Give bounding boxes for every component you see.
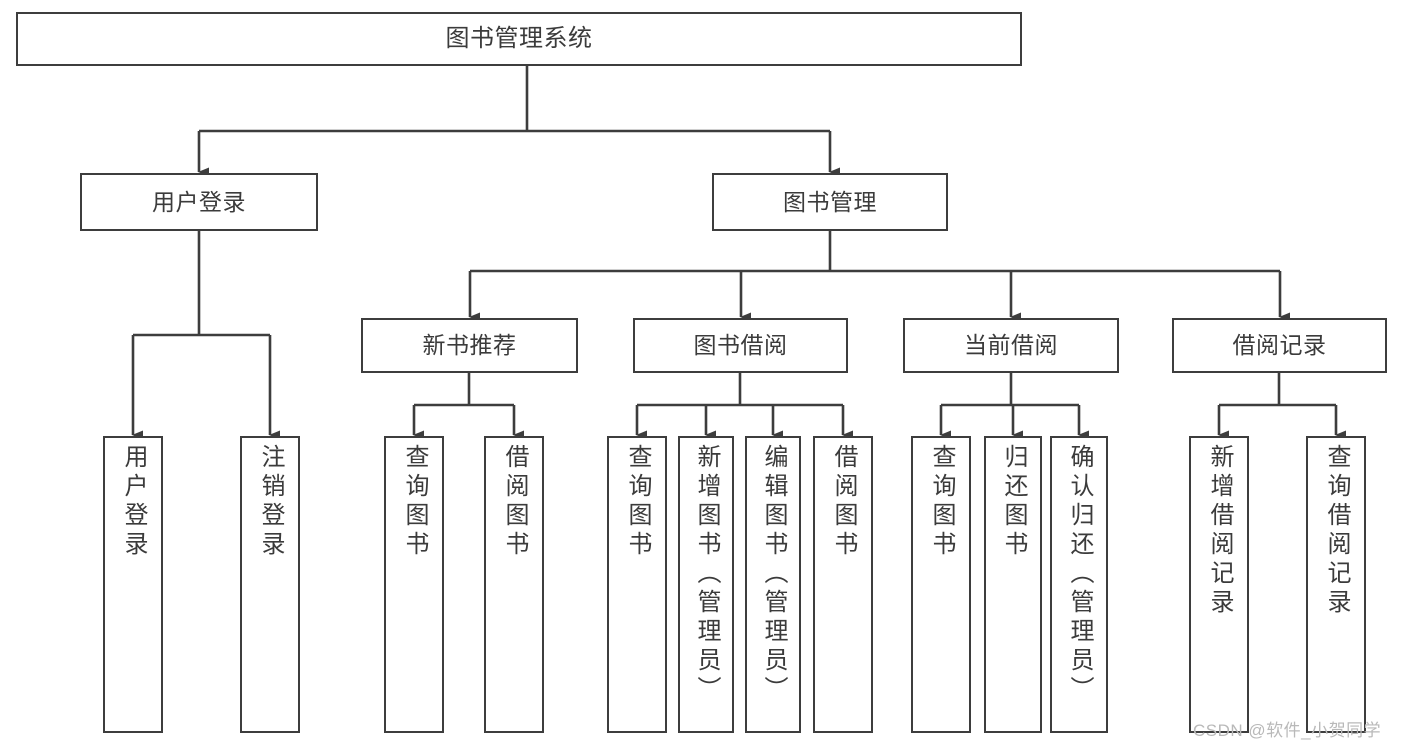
node-leaf-rec-add[interactable]: 新增借阅记录 <box>1189 436 1249 733</box>
node-login[interactable]: 用户登录 <box>80 173 318 231</box>
node-label: 新增借阅记录 <box>1206 444 1233 618</box>
node-root[interactable]: 图书管理系统 <box>16 12 1022 66</box>
node-label: 查询借阅记录 <box>1323 444 1350 618</box>
node-leaf-cur-return[interactable]: 归还图书 <box>984 436 1042 733</box>
node-leaf-user-logout[interactable]: 注销登录 <box>240 436 300 733</box>
node-leaf-bw-add[interactable]: 新增图书（管理员） <box>678 436 734 733</box>
node-borrow[interactable]: 图书借阅 <box>633 318 848 373</box>
node-label: 查询图书 <box>928 444 955 560</box>
node-leaf-nb-borrow[interactable]: 借阅图书 <box>484 436 544 733</box>
node-label: 当前借阅 <box>964 332 1058 359</box>
csdn-watermark: CSDN @软件_小贺同学 <box>1193 721 1382 740</box>
node-leaf-cur-query[interactable]: 查询图书 <box>911 436 971 733</box>
node-label: 编辑图书（管理员） <box>760 444 787 705</box>
node-leaf-bw-edit[interactable]: 编辑图书（管理员） <box>745 436 801 733</box>
node-label: 归还图书 <box>1000 444 1027 560</box>
node-label: 图书借阅 <box>693 332 788 359</box>
node-label: 用户登录 <box>120 444 147 560</box>
connector-layer <box>131 66 1346 440</box>
node-label: 借阅记录 <box>1232 332 1327 359</box>
node-label: 图书管理 <box>783 188 877 215</box>
node-label: 新书推荐 <box>422 332 517 359</box>
node-leaf-bw-borrow[interactable]: 借阅图书 <box>813 436 873 733</box>
node-leaf-bw-query[interactable]: 查询图书 <box>607 436 667 733</box>
node-leaf-user-login[interactable]: 用户登录 <box>103 436 163 733</box>
node-label: 借阅图书 <box>830 444 857 560</box>
node-label: 查询图书 <box>401 444 428 560</box>
node-records[interactable]: 借阅记录 <box>1172 318 1387 373</box>
node-label: 图书管理系统 <box>445 25 593 53</box>
node-current[interactable]: 当前借阅 <box>903 318 1119 373</box>
node-label: 注销登录 <box>257 444 284 560</box>
node-newbook[interactable]: 新书推荐 <box>361 318 578 373</box>
node-label: 新增图书（管理员） <box>693 444 720 705</box>
node-label: 查询图书 <box>624 444 651 560</box>
node-label: 借阅图书 <box>501 444 528 560</box>
node-leaf-nb-query[interactable]: 查询图书 <box>384 436 444 733</box>
node-bookmgmt[interactable]: 图书管理 <box>712 173 948 231</box>
node-leaf-rec-query[interactable]: 查询借阅记录 <box>1306 436 1366 733</box>
node-label: 用户登录 <box>152 188 246 215</box>
node-leaf-cur-confirm[interactable]: 确认归还（管理员） <box>1050 436 1108 733</box>
node-label: 确认归还（管理员） <box>1066 444 1093 705</box>
